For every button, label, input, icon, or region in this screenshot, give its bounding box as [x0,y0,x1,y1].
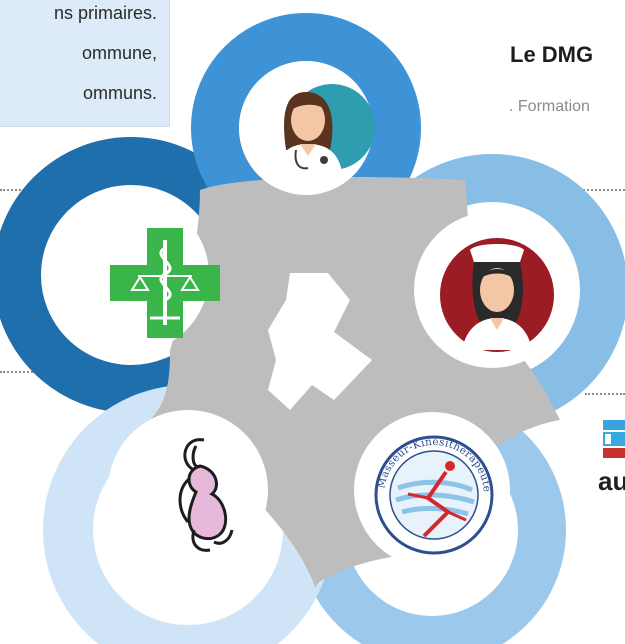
dotted-separator-left-bottom [0,371,52,373]
dotted-separator-right-bottom [585,393,625,395]
intro-line-3: ommuns. [82,83,157,103]
nurse-icon [440,238,554,352]
intro-text-box: ns primaires. ommune, ommuns. [0,0,170,127]
dmg-title: Le DMG [510,42,594,67]
dotted-separator-right-top [580,189,625,191]
partial-institute-logo-icon [603,420,625,458]
doctor-icon [276,84,375,172]
intro-line-1: ns primaires. [53,3,157,23]
pharmacy-cross-icon [110,228,220,338]
dmg-subtitle: . Formation [509,98,590,115]
physiotherapist-badge-icon: Masseur-Kinésithérapeute [374,435,494,555]
partial-logo-text: au [598,466,625,496]
node-midwife [108,410,268,570]
pregnant-woman-icon [178,438,234,552]
intro-line-2: ommune, [81,43,157,63]
center-star-hole [268,273,372,410]
